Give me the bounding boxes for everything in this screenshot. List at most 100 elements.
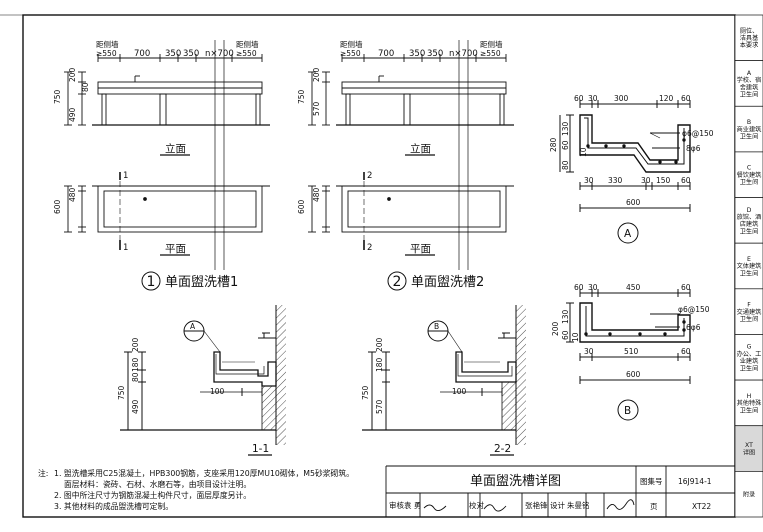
dim-a-60: 60: [574, 94, 584, 103]
elevation-label-1: 立面: [165, 142, 186, 155]
page-label: 页: [650, 502, 658, 511]
dim-b-510: 510: [624, 347, 639, 356]
index-tab-text: 本要求: [740, 41, 759, 49]
dim-ge550-2r: ≥550: [480, 49, 501, 58]
index-tab-text: 店建筑: [740, 220, 759, 228]
index-tab-text: 卫生间: [740, 269, 759, 277]
index-tab-text: F: [747, 302, 751, 309]
dim-a-60r: 60: [681, 94, 691, 103]
dim-ge550-2: ≥550: [340, 49, 361, 58]
plan-2: [308, 172, 514, 250]
dim-ge550-1: ≥550: [96, 49, 117, 58]
index-tab-text: A: [747, 70, 752, 77]
index-tab-text: 其他特殊: [737, 399, 763, 407]
notes-label: 注:: [38, 468, 48, 478]
dim-b-60: 60: [574, 283, 584, 292]
type-name-2: 单面盥洗槽2: [411, 275, 484, 290]
plan-label-1: 平面: [165, 243, 186, 255]
elevation-label-2: 立面: [410, 142, 431, 155]
dim-b-130: 130: [561, 309, 570, 324]
rebar-b-1: φ6@150: [678, 305, 710, 314]
dim-b-60v: 60: [561, 330, 570, 340]
plan-1: [64, 172, 270, 250]
index-tab-text: 厕位、: [740, 27, 759, 35]
page-no: XT22: [692, 502, 711, 511]
section-1-1: [120, 305, 286, 445]
index-tab-text: 旅馆、酒: [737, 213, 762, 221]
index-tab-text: 商业建筑: [737, 125, 763, 133]
dim-wall-2r: 距侧墙: [480, 39, 503, 49]
callout-a: A: [190, 322, 196, 331]
notes: 注: 1. 盥洗槽采用C25混凝土，HPB300钢筋，支座采用120厚MU10砌…: [38, 468, 354, 511]
dim-s2-750: 750: [361, 385, 370, 400]
detail-a: [559, 100, 691, 244]
type-num-2: 2: [393, 274, 402, 290]
dim-b-60r: 60: [681, 283, 691, 292]
section-label-1: 1-1: [252, 443, 269, 455]
dim-s1-490: 490: [131, 399, 140, 414]
dim-a-120: 120: [659, 94, 674, 103]
dim-s1-100: 100: [210, 387, 225, 396]
dim-750-e1: 750: [53, 89, 62, 104]
dim-b-b60: 60: [681, 347, 691, 356]
cut-mark-1-top: 1: [123, 171, 128, 181]
index-tab-text: 卫生间: [740, 315, 759, 323]
dim-200-e2: 200: [312, 67, 321, 82]
index-tab-item-10: 附录: [734, 471, 763, 518]
dim-a-300: 300: [614, 94, 629, 103]
check-name: 张艳锋: [525, 500, 548, 510]
review-label: 审核: [389, 500, 404, 510]
type-num-1: 1: [147, 274, 156, 290]
note-3: 3. 其他材料的成品盥洗槽可定制。: [54, 501, 173, 511]
rebar-b-2: 6φ6: [686, 323, 701, 332]
detail-b: [566, 289, 691, 421]
dim-a-b30: 30: [584, 176, 594, 185]
dim-a-30: 30: [588, 94, 598, 103]
note-2: 2. 图中所注尺寸为钢筋混凝土构件尺寸，面层厚度另计。: [54, 490, 251, 500]
callout-b: B: [434, 322, 439, 331]
index-tab-text: 交通建筑: [737, 308, 763, 316]
dim-wall-1r: 距侧墙: [236, 39, 259, 49]
cut-mark-2-bottom: 2: [367, 243, 372, 253]
dim-a-130: 130: [561, 121, 570, 136]
index-tab-text: 餐饮建筑: [737, 171, 763, 179]
index-tab-text: 文体建筑: [737, 262, 763, 270]
dim-600-p2: 600: [297, 199, 306, 214]
type-badge-2: [387, 271, 407, 291]
index-tab-text: E: [747, 256, 751, 263]
dim-350-2a: 350: [409, 49, 425, 59]
dim-a-80: 80: [561, 160, 570, 170]
index-tab-text: 舍建筑: [740, 83, 759, 91]
drawing-title: 单面盥洗槽详图: [470, 474, 561, 489]
cut-mark-1-bottom: 1: [123, 243, 128, 253]
dim-s1-180: 180: [131, 357, 140, 372]
index-tab-text: 附录: [743, 490, 755, 498]
dim-s2-200: 200: [375, 337, 384, 352]
note-1b: 面层材料：瓷砖、石材、水磨石等，由项目设计注明。: [64, 479, 251, 489]
dim-490-e1: 490: [68, 107, 77, 122]
dim-700-2: 700: [378, 49, 394, 59]
note-1: 1. 盥洗槽采用C25混凝土，HPB300钢筋，支座采用120厚MU10砌体，M…: [54, 468, 354, 478]
index-tab-text: 卫生间: [740, 364, 759, 372]
dim-b-600: 600: [626, 370, 641, 379]
dim-b-30: 30: [588, 283, 598, 292]
dim-b-200: 200: [551, 321, 560, 336]
dim-480-p2: 480: [312, 187, 321, 202]
rebar-a-2: 8φ6: [686, 144, 701, 153]
index-tab-text: 卫生间: [740, 406, 759, 414]
dim-s2-100: 100: [452, 387, 467, 396]
index-tab-text: D: [747, 207, 752, 214]
plan-label-2: 平面: [410, 243, 431, 255]
dim-n700-1: n×700: [205, 49, 234, 59]
type-badge-1: [141, 271, 161, 291]
dim-a-60v: 60: [561, 140, 570, 150]
